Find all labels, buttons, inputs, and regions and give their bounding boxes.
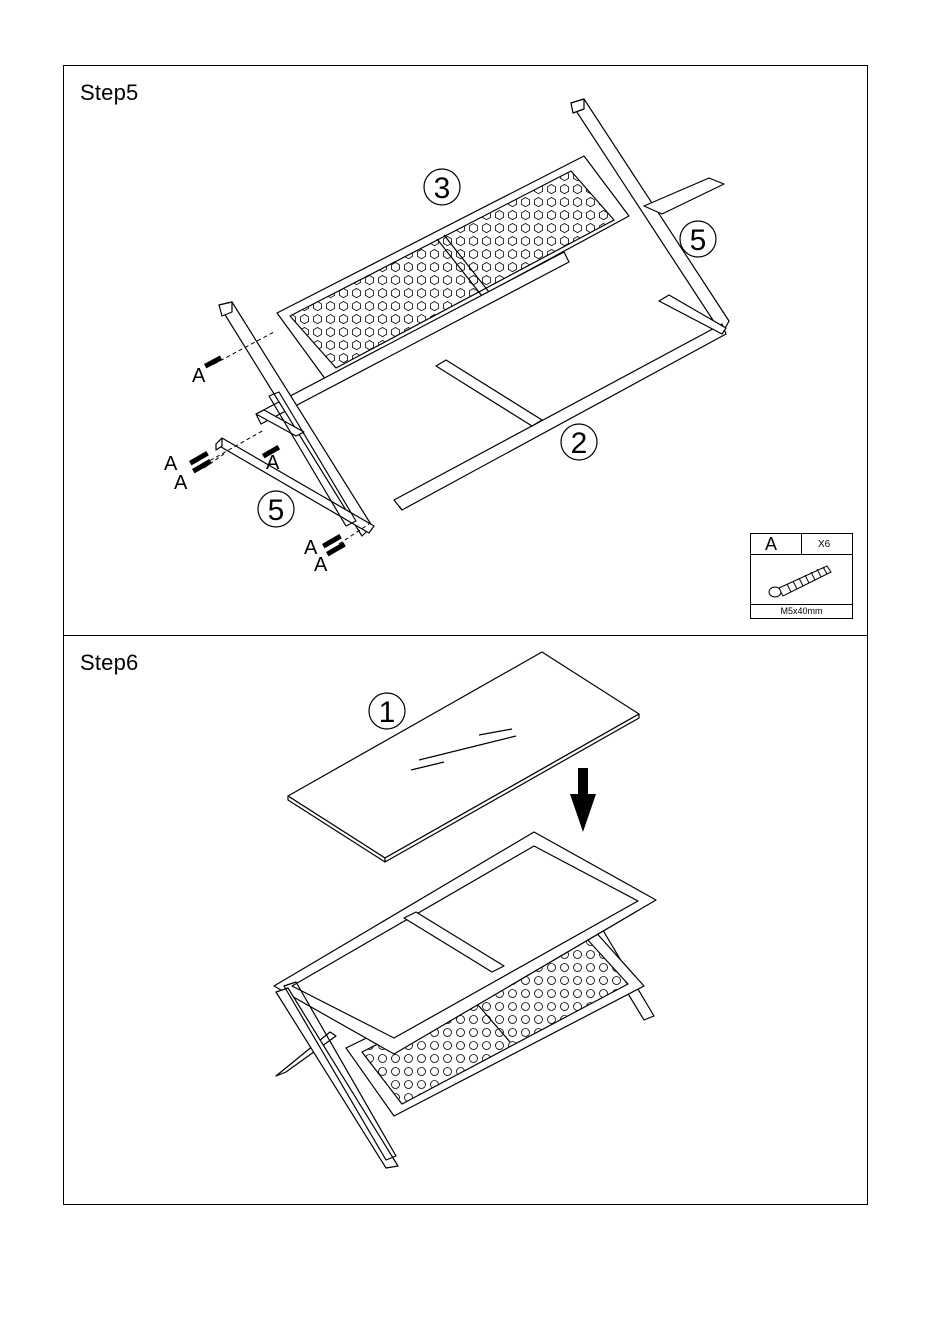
hardware-divider (801, 534, 802, 554)
hardware-size: M5x40mm (751, 604, 852, 618)
part-1-label: 1 (379, 696, 396, 729)
step6-panel: Step6 (63, 635, 868, 1205)
part-5-label-right: 5 (690, 224, 707, 257)
arrow-down-icon (570, 768, 596, 832)
screw-callout-a: A (314, 554, 328, 576)
part-2-label: 2 (571, 427, 588, 460)
part-5-label-left: 5 (268, 494, 285, 527)
step5-illustration: 3 5 2 5 A A A A A A (64, 66, 869, 637)
screw-icon (765, 562, 835, 602)
part-3-label: 3 (434, 172, 451, 205)
screw-callout-a: A (266, 452, 280, 474)
screw-callout-a: A (174, 472, 188, 494)
hardware-quantity: X6 (818, 534, 830, 555)
step6-illustration: 1 (64, 636, 869, 1206)
step5-panel: Step5 (63, 65, 868, 636)
hardware-legend: A X6 M5x40mm (750, 533, 853, 619)
hardware-legend-header: A X6 (751, 534, 852, 555)
screw-callout-a: A (192, 365, 206, 387)
hardware-letter: A (765, 534, 777, 555)
